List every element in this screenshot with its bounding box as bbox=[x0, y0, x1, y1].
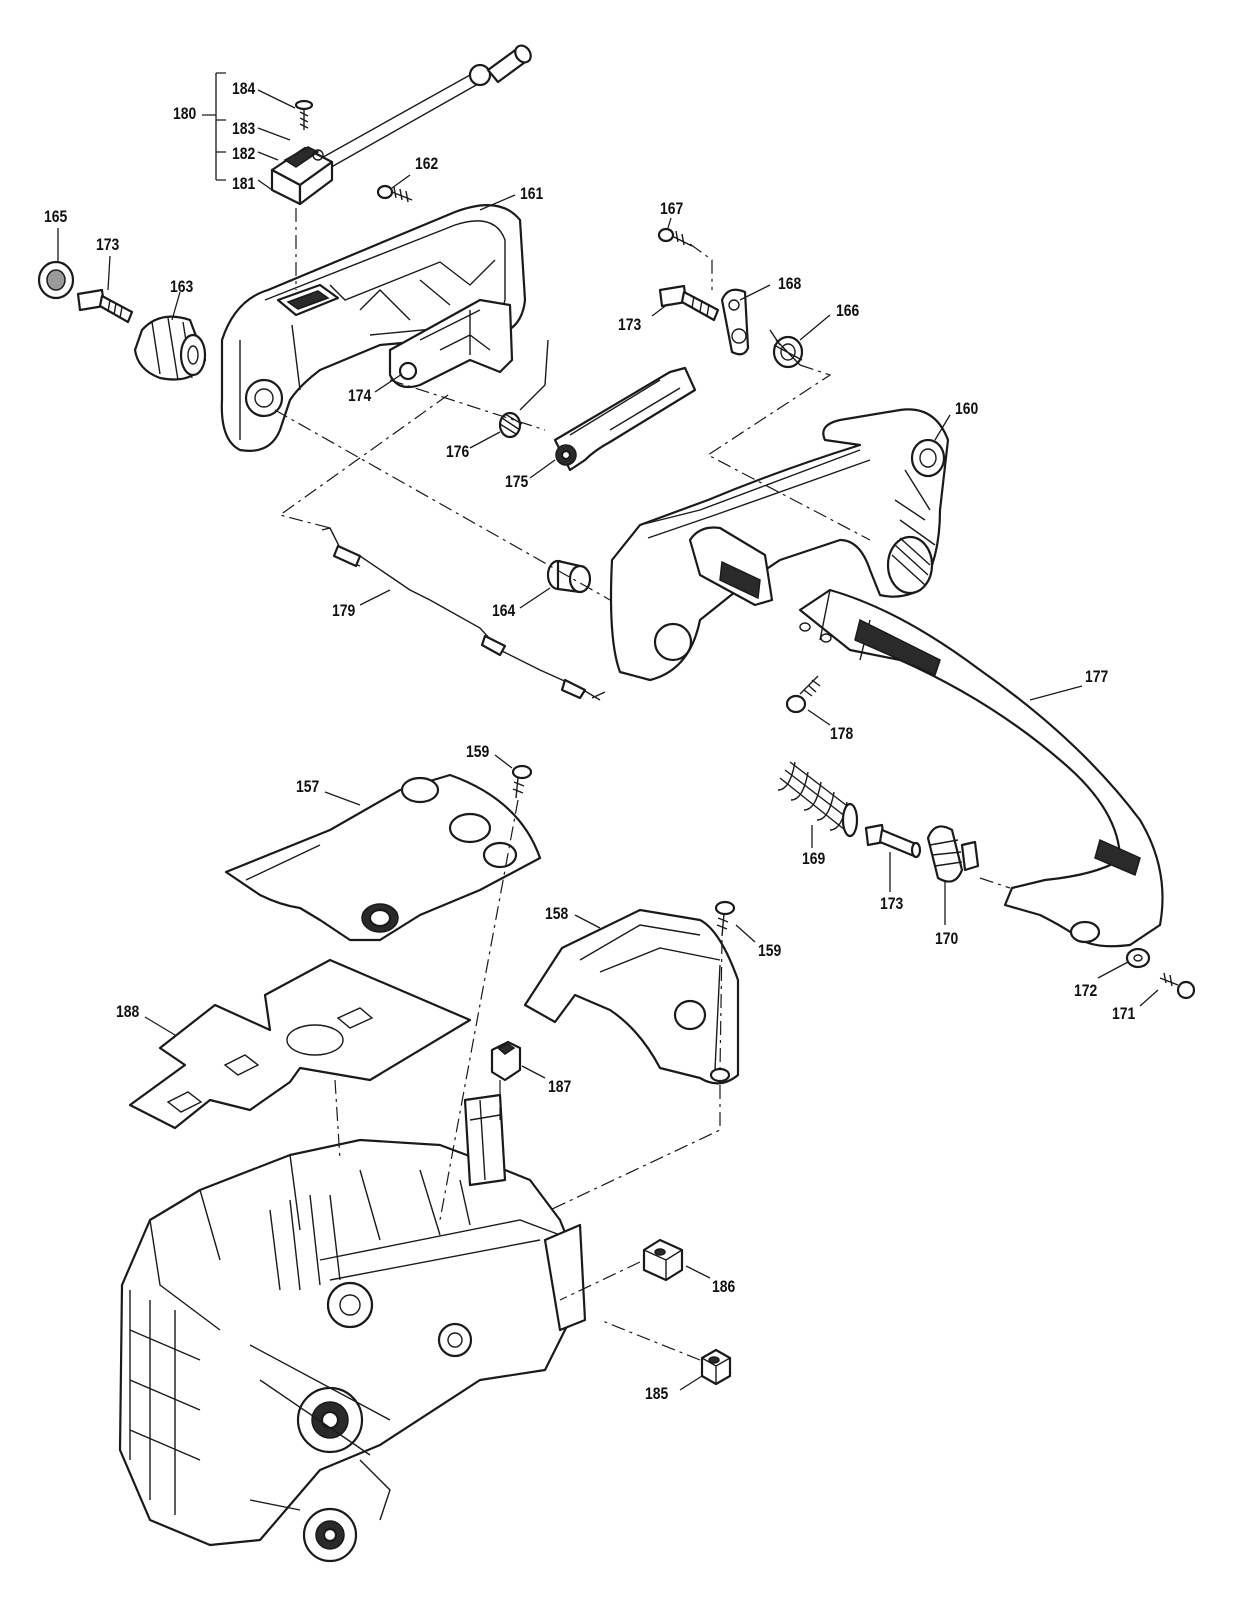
washer-165 bbox=[37, 260, 75, 300]
callout-158: 158 bbox=[545, 904, 569, 923]
damper-block-186 bbox=[642, 1238, 684, 1282]
callout-162: 162 bbox=[415, 154, 439, 173]
callout-179: 179 bbox=[332, 601, 356, 620]
washer-172 bbox=[1125, 947, 1151, 969]
pin-173-mid bbox=[658, 284, 720, 322]
front-handle-177 bbox=[798, 588, 1164, 948]
switch-body-181-183 bbox=[270, 146, 334, 206]
gasket-188 bbox=[128, 958, 472, 1130]
callout-171: 171 bbox=[1112, 1004, 1136, 1023]
damper-block-185 bbox=[700, 1348, 732, 1386]
callout-181: 181 bbox=[232, 174, 256, 193]
callout-176: 176 bbox=[446, 442, 470, 461]
callout-178: 178 bbox=[830, 724, 854, 743]
screw-171 bbox=[1159, 972, 1196, 1000]
callout-167: 167 bbox=[660, 199, 684, 218]
callout-164: 164 bbox=[492, 601, 516, 620]
housing-cover-158 bbox=[523, 908, 740, 1085]
rear-handle-half-161 bbox=[220, 204, 527, 452]
callout-159-top: 159 bbox=[466, 742, 490, 761]
callout-187: 187 bbox=[548, 1077, 572, 1096]
callout-166: 166 bbox=[836, 301, 860, 320]
callout-157: 157 bbox=[296, 777, 320, 796]
callout-188: 188 bbox=[116, 1002, 140, 1021]
sleeve-164 bbox=[546, 559, 592, 594]
callout-185: 185 bbox=[645, 1384, 669, 1403]
callout-184: 184 bbox=[232, 79, 256, 98]
callout-165: 165 bbox=[44, 207, 68, 226]
screw-159-top bbox=[511, 764, 533, 799]
screw-167 bbox=[657, 227, 693, 247]
callout-173-right: 173 bbox=[880, 894, 904, 913]
callout-175: 175 bbox=[505, 472, 529, 491]
callout-180: 180 bbox=[173, 104, 197, 123]
screw-162 bbox=[376, 184, 413, 203]
bracket-168 bbox=[720, 288, 750, 356]
screw-159-right bbox=[714, 900, 736, 937]
handle-housing-160 bbox=[609, 408, 950, 682]
throttle-cable-179 bbox=[321, 527, 606, 701]
callout-182: 182 bbox=[232, 144, 256, 163]
spring-166 bbox=[769, 329, 804, 369]
callout-160: 160 bbox=[955, 399, 979, 418]
cover-157 bbox=[224, 773, 542, 942]
anti-vibration-damper-163 bbox=[133, 315, 207, 381]
clip-187 bbox=[490, 1040, 522, 1082]
spring-176 bbox=[498, 339, 549, 439]
switch-screw-184 bbox=[294, 99, 314, 130]
throttle-lock-175 bbox=[553, 366, 697, 472]
callout-leaders bbox=[57, 174, 1159, 1391]
pin-173-left bbox=[76, 288, 134, 324]
callout-177: 177 bbox=[1085, 667, 1109, 686]
callout-161: 161 bbox=[520, 184, 544, 203]
callout-173-left: 173 bbox=[96, 235, 120, 254]
callout-183: 183 bbox=[232, 119, 256, 138]
callout-159-right: 159 bbox=[758, 941, 782, 960]
callout-174: 174 bbox=[348, 386, 372, 405]
spring-169 bbox=[777, 761, 859, 838]
assembly-lines bbox=[274, 208, 1011, 1361]
callout-169: 169 bbox=[802, 849, 826, 868]
callout-172: 172 bbox=[1074, 981, 1098, 1000]
crankcase-base bbox=[118, 1093, 587, 1563]
trigger-lever-174 bbox=[388, 298, 514, 389]
callout-168: 168 bbox=[778, 274, 802, 293]
switch-cable-wire bbox=[299, 44, 532, 179]
damper-170 bbox=[926, 825, 980, 883]
callout-186: 186 bbox=[712, 1277, 736, 1296]
pin-173-right bbox=[864, 823, 922, 859]
screw-178 bbox=[785, 675, 821, 714]
callout-173-mid: 173 bbox=[618, 315, 642, 334]
callout-163: 163 bbox=[170, 277, 194, 296]
callout-170: 170 bbox=[935, 929, 959, 948]
